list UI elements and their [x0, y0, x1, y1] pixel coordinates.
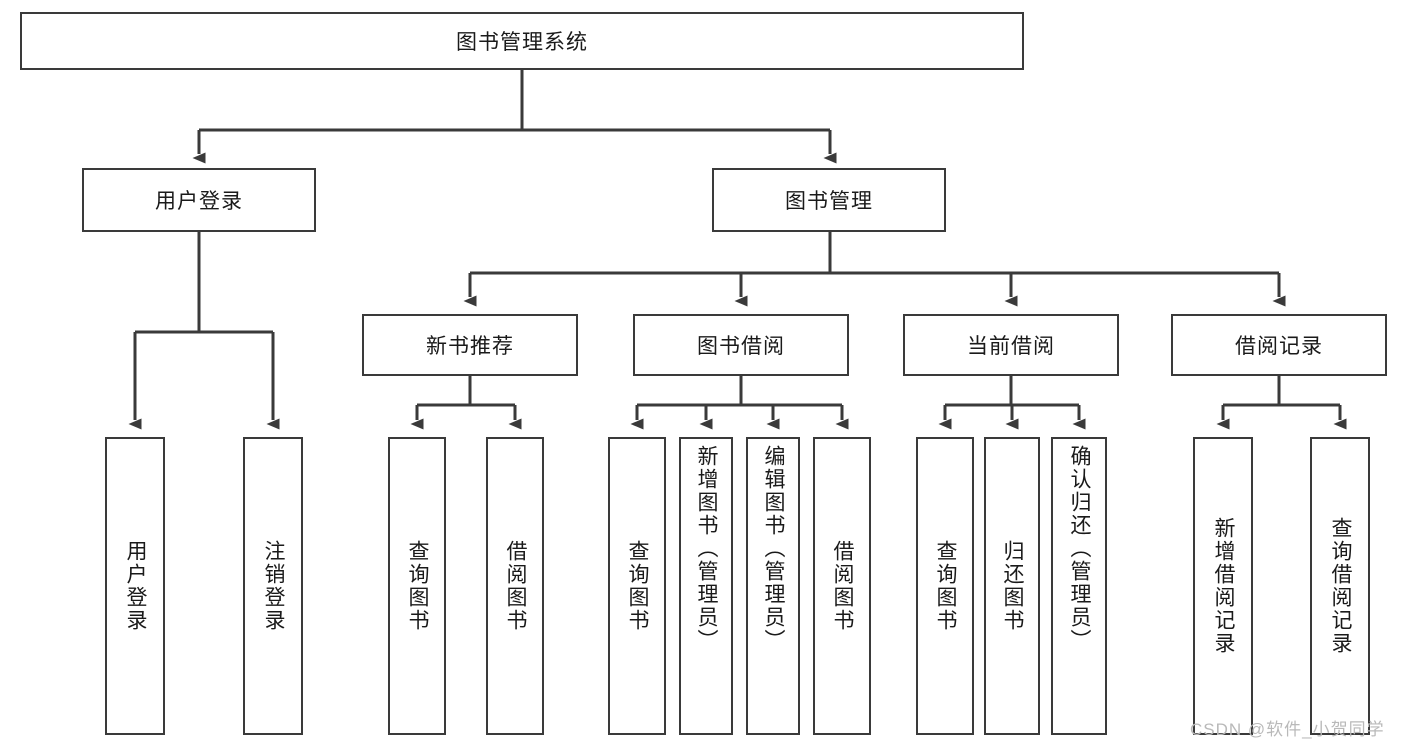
- node-leaf-11[interactable]: 新增借阅记录: [1193, 437, 1253, 735]
- node-leaf-7[interactable]: 借阅图书: [813, 437, 871, 735]
- node-leaf-0[interactable]: 用户登录: [105, 437, 165, 735]
- csdn-watermark: CSDN @软件_小贺同学: [1190, 720, 1385, 739]
- node-leaf-12[interactable]: 查询借阅记录: [1310, 437, 1370, 735]
- node-root[interactable]: 图书管理系统: [20, 12, 1024, 70]
- node-leaf-2[interactable]: 查询图书: [388, 437, 446, 735]
- node-level3-2[interactable]: 当前借阅: [903, 314, 1119, 376]
- node-leaf-4[interactable]: 查询图书: [608, 437, 666, 735]
- node-leaf-1[interactable]: 注销登录: [243, 437, 303, 735]
- node-level3-3[interactable]: 借阅记录: [1171, 314, 1387, 376]
- node-leaf-10[interactable]: 确认归还（管理员）: [1051, 437, 1107, 735]
- node-level3-1[interactable]: 图书借阅: [633, 314, 849, 376]
- node-leaf-5[interactable]: 新增图书（管理员）: [679, 437, 733, 735]
- node-leaf-3[interactable]: 借阅图书: [486, 437, 544, 735]
- node-leaf-9[interactable]: 归还图书: [984, 437, 1040, 735]
- node-level2-0[interactable]: 用户登录: [82, 168, 316, 232]
- node-level2-1[interactable]: 图书管理: [712, 168, 946, 232]
- node-level3-0[interactable]: 新书推荐: [362, 314, 578, 376]
- node-leaf-8[interactable]: 查询图书: [916, 437, 974, 735]
- node-leaf-6[interactable]: 编辑图书（管理员）: [746, 437, 800, 735]
